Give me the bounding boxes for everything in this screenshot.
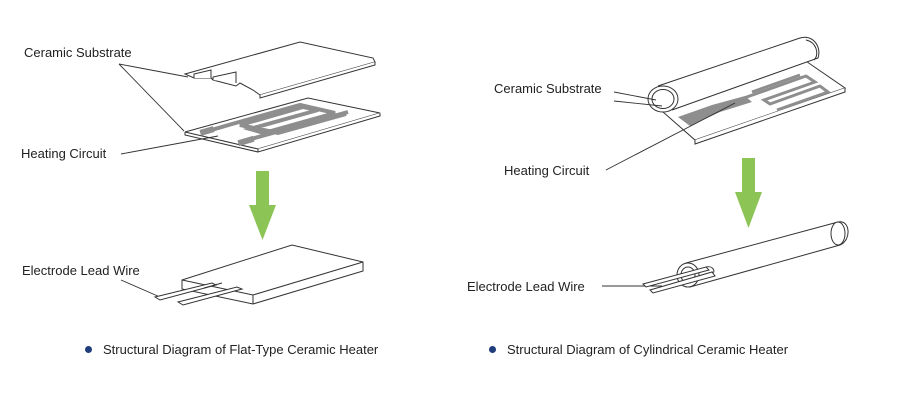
cyl-caption-text: Structural Diagram of Cylindrical Cerami… [507,342,789,357]
flat-heating-circuit [207,102,349,143]
cyl-leader-lines [602,91,736,287]
cyl-substrate-label: Ceramic Substrate [494,81,602,96]
flat-down-arrow [249,171,276,240]
flat-ceramic-substrate [183,41,376,99]
cyl-down-arrow [735,158,762,228]
cyl-lead-label: Electrode Lead Wire [467,279,585,294]
flat-caption: Structural Diagram of Flat-Type Ceramic … [85,342,378,357]
flat-caption-bullet-icon [85,346,92,353]
flat-substrate-label: Ceramic Substrate [24,45,132,60]
flat-caption-text: Structural Diagram of Flat-Type Ceramic … [103,342,379,357]
flat-heating-circuit-plate [184,97,381,153]
cyl-assembled-heater [642,221,849,294]
flat-circuit-label: Heating Circuit [21,146,107,161]
flat-lead-label: Electrode Lead Wire [22,263,140,278]
cyl-caption-bullet-icon [489,346,496,353]
flat-assembled-heater [153,244,364,306]
cyl-circuit-label: Heating Circuit [504,163,590,178]
cyl-caption: Structural Diagram of Cylindrical Cerami… [489,342,788,357]
flat-leader-lines [118,63,219,298]
